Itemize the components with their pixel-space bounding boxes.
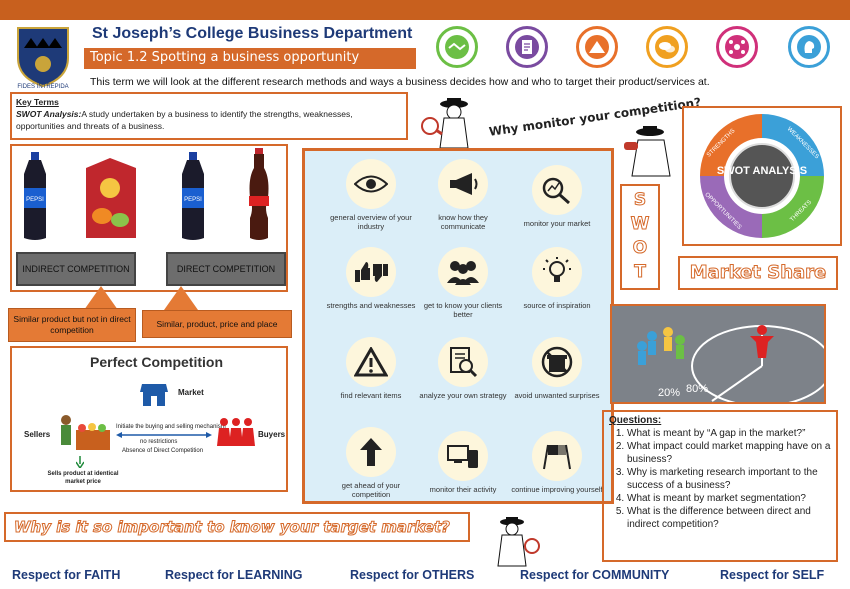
reason-overview: general overview of your industry	[325, 159, 417, 231]
sellers-label: Sellers	[24, 430, 51, 439]
direct-callout-pointer	[164, 286, 198, 310]
reason-monitor-activity: monitor their activity	[417, 431, 509, 494]
swot-letter-t: T	[634, 262, 647, 283]
key-term-definition: SWOT Analysis:A study undertaken by a bu…	[16, 108, 402, 132]
lightbulb-icon	[543, 257, 571, 282]
indirect-note-bubble: Similar product but not in direct compet…	[8, 308, 136, 342]
reason-get-ahead: get ahead of your competition	[325, 427, 417, 499]
svg-text:PEPSI: PEPSI	[26, 197, 44, 203]
top-accent-bar	[0, 0, 850, 20]
indirect-competition-label: INDIRECT COMPETITION	[16, 252, 136, 286]
people-icon	[447, 261, 479, 285]
reason-analyze-strategy: analyze your own strategy	[417, 337, 509, 400]
perfect-competition-box: Perfect Competition Market Sellers Initi…	[10, 346, 288, 492]
question-item: What is meant by market segmentation?	[627, 492, 831, 505]
questions-title: Questions:	[609, 415, 662, 426]
juice-carton-icon	[86, 158, 136, 238]
swot-letter-w: W	[630, 214, 650, 235]
sellers-stall-icon	[61, 415, 110, 450]
pie-figures-illustration: 20% 80%	[612, 306, 824, 402]
direct-competition-label: DIRECT COMPETITION	[166, 252, 286, 286]
pepsi-bottle-icon: PEPSI	[24, 152, 46, 240]
flags-icon	[543, 444, 571, 470]
document-search-icon	[450, 347, 478, 378]
buyers-group-icon	[217, 418, 255, 446]
reasons-grid-panel: general overview of your industry know h…	[302, 148, 614, 504]
question-item: What is meant by “A gap in the market?”	[627, 427, 831, 440]
footer-respect-others: Respect for OTHERS	[350, 568, 475, 582]
reason-avoid-surprises: avoid unwanted surprises	[511, 337, 603, 400]
swot-center-label: SWOT ANALYSIS	[717, 165, 807, 177]
no-gift-icon	[541, 346, 573, 378]
question-item: What is the difference between direct an…	[627, 505, 831, 531]
mountain-peak-icon	[576, 26, 618, 68]
head-lightbulb-icon	[788, 26, 830, 68]
market-share-photo: 20% 80%	[610, 304, 826, 404]
down-arrow-icon	[76, 456, 84, 468]
reason-communicate: know how they communicate	[417, 159, 509, 231]
no-restrictions-label: no restrictions	[140, 439, 178, 445]
swot-letter-s: S	[633, 190, 647, 211]
question-item: Why is marketing research important to t…	[627, 466, 831, 492]
handshake-icon	[436, 26, 478, 68]
market-store-icon	[140, 384, 168, 406]
double-arrow-icon	[116, 432, 212, 438]
questions-list: What is meant by “A gap in the market?” …	[609, 427, 831, 531]
market-label: Market	[178, 388, 204, 397]
competition-box: PEPSI PEPSI INDIRECT COMPETITION DIRECT …	[10, 144, 288, 292]
swot-diagram-box: SWOT ANALYSIS STRENGTHS WEAKNESSES OPPOR…	[682, 106, 842, 246]
reason-relevant-items: find relevant items	[325, 337, 417, 400]
key-terms-title: Key Terms	[16, 97, 59, 107]
mechanism-label: Initiate the buying and selling mechanis…	[116, 424, 226, 430]
devices-icon	[447, 445, 478, 468]
absence-label: Absence of Direct Competition	[122, 448, 204, 454]
direct-note-bubble: Similar, product, price and place	[142, 310, 292, 338]
spy-footer-icon	[497, 517, 540, 567]
magnifier-chart-icon	[542, 177, 570, 204]
reason-inspiration: source of inspiration	[511, 247, 603, 310]
school-title: St Joseph’s College Business Department	[92, 25, 413, 42]
megaphone-icon	[450, 173, 478, 195]
svg-text:FIDES INTREPIDA: FIDES INTREPIDA	[17, 84, 68, 90]
reason-clients: get to know your clients better	[417, 247, 509, 319]
perfect-competition-title: Perfect Competition	[90, 354, 224, 370]
puzzle-network-icon	[716, 26, 758, 68]
swot-letter-o: O	[632, 238, 648, 259]
why-target-heading: Why is it so important to know your targ…	[4, 512, 470, 542]
buyers-label: Buyers	[258, 430, 286, 439]
question-item: What impact could market mapping have on…	[627, 440, 831, 466]
sells-label: Sells product at identical market price	[47, 471, 119, 485]
spy-with-magnifier-icon	[421, 98, 469, 149]
swot-letters: S W O T	[620, 184, 660, 290]
questions-box: Questions: What is meant by “A gap in th…	[602, 410, 838, 562]
speech-bubbles-icon	[646, 26, 688, 68]
footer-respect-faith: Respect for FAITH	[12, 568, 121, 582]
market-share-heading: Market Share	[678, 256, 838, 290]
footer-respect-learning: Respect for LEARNING	[165, 568, 303, 582]
swot-diagram: SWOT ANALYSIS STRENGTHS WEAKNESSES OPPOR…	[700, 114, 824, 238]
checklist-icon	[506, 26, 548, 68]
spy-with-binoculars-icon	[624, 126, 671, 177]
topic-banner: Topic 1.2 Spotting a business opportunit…	[84, 48, 416, 69]
footer-respect-self: Respect for SELF	[720, 568, 825, 582]
eye-icon	[354, 175, 388, 193]
reason-monitor-market: monitor your market	[511, 165, 603, 228]
indirect-callout-pointer	[84, 286, 118, 310]
key-term-text: A study undertaken by a business to iden…	[16, 109, 353, 131]
intro-text: This term we will look at the different …	[90, 76, 710, 88]
thumbs-icon	[355, 262, 388, 282]
svg-text:PEPSI: PEPSI	[184, 197, 202, 203]
footer-respect-community: Respect for COMMUNITY	[520, 568, 670, 582]
school-crest-logo: FIDES INTREPIDA	[17, 27, 69, 90]
pepsi-bottle-direct-icon: PEPSI	[182, 152, 204, 240]
pct-right-label: 80%	[686, 383, 708, 395]
arrow-up-icon	[360, 438, 382, 466]
reason-improve: continue improving yourself	[511, 431, 603, 494]
cola-bottle-icon	[249, 148, 269, 240]
reason-strengths-weaknesses: strengths and weaknesses	[325, 247, 417, 310]
key-terms-box: Key Terms SWOT Analysis:A study undertak…	[10, 92, 408, 140]
key-term-name: SWOT Analysis:	[16, 109, 82, 119]
pct-left-label: 20%	[658, 387, 680, 399]
warning-icon	[354, 347, 388, 377]
